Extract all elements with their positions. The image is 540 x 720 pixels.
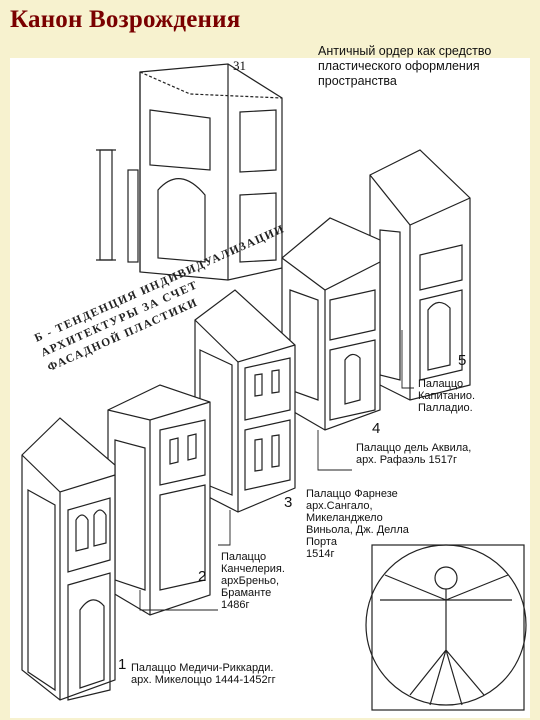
building-caption-1: Палаццо Медичи-Риккарди. арх. Микелоццо … [131, 662, 276, 686]
building-number-2: 2 [198, 568, 207, 585]
building-2 [107, 384, 211, 616]
building-caption-5: Палаццо Капитанио. Палладио. [418, 378, 476, 414]
building-1 [21, 417, 116, 701]
building-caption-2: Палаццо Канчелерия. архБреньо, Браманте … [221, 551, 285, 611]
building-4 [281, 217, 381, 431]
slide-subtitle: Античный ордер как средство пластическог… [318, 44, 492, 88]
vitruvian-man-drawing [365, 544, 527, 711]
building-caption-4: Палаццо дель Аквила, арх. Рафаэль 1517г [356, 442, 472, 466]
building-number-1: 1 [118, 656, 127, 673]
building-number-4: 4 [372, 420, 381, 437]
building-number-3: 3 [284, 494, 293, 511]
leader-lines [139, 330, 414, 611]
building-caption-3: Палаццо Фарнезе арх.Сангало, Микеланджел… [306, 488, 409, 560]
slide-title: Канон Возрождения [10, 6, 241, 33]
building-5 [369, 149, 471, 401]
section-label-31: 31 [233, 58, 246, 73]
building-number-5: 5 [458, 352, 467, 369]
